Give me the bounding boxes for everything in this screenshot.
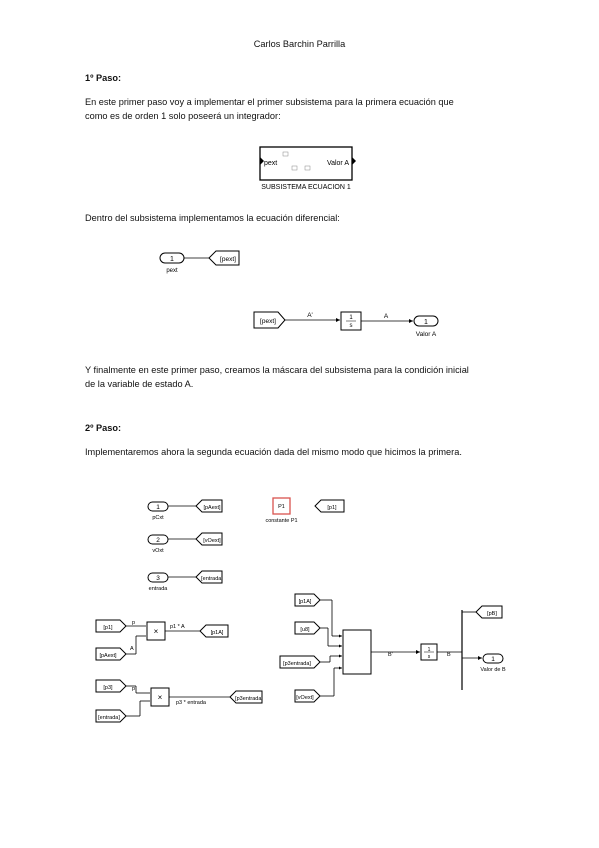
product1-in2-tag: [pAext]: [99, 653, 117, 659]
chain-integrator-num: 1: [349, 315, 353, 321]
inport-3-group: 3 entrada [entrada]: [147, 570, 223, 592]
inport-3-label: entrada: [149, 586, 169, 592]
inport-1-group: 1 pCxt [pAext]: [147, 499, 223, 521]
step1-final-line1: Y finalmente en este primer paso, creamo…: [85, 365, 469, 375]
product1-out-tag: [p1A]: [211, 630, 224, 636]
sum-in3-tag: [p3entrada]: [283, 661, 311, 667]
sum-in1-tag: [p1A]: [299, 599, 312, 605]
product2-out-tag: [p3entrada]: [235, 696, 263, 702]
inport-2-label: vOxt: [152, 548, 164, 554]
inport-3-num: 3: [156, 575, 160, 582]
pext-inport-label: pext: [166, 268, 178, 274]
integrator2-den: s: [428, 654, 431, 660]
chain-outport-label: Valor A: [416, 331, 437, 338]
pext-goto-tag: [pext]: [220, 256, 236, 263]
product2-sig1: p: [132, 686, 135, 692]
constant-p1-group: P1 constante P1 [p1]: [265, 497, 345, 524]
product1-out-label: p1 * A: [170, 624, 185, 630]
chain-signal-in: A': [307, 312, 313, 319]
page-header-author: Carlos Barchin Parrilla: [253, 39, 346, 49]
product2-in2-tag: [entrada]: [98, 715, 120, 721]
product1-in1-tag: [p1]: [103, 625, 113, 631]
subsystem-diagram: pext Valor A SUBSISTEMA ECUACION 1: [259, 146, 356, 191]
chain-signal-out: A: [384, 313, 389, 320]
inport-3-tag: [entrada]: [201, 576, 223, 582]
constant-p1-tag: [p1]: [327, 505, 337, 511]
inport-1-tag: [pAext]: [203, 505, 221, 511]
constant-p1-label: constante P1: [265, 518, 297, 524]
step1-heading: 1º Paso:: [85, 73, 122, 83]
subsystem-in-port: pext: [264, 160, 277, 167]
step1-final-line2: de la variable de estado A.: [85, 379, 194, 389]
chain-outport-num: 1: [424, 319, 428, 326]
product1-sig2: A: [130, 646, 134, 652]
sum-out-label: B': [388, 652, 393, 658]
step1-intro-line2: como es de orden 1 solo poseerá un integ…: [85, 111, 281, 121]
pext-inport-num: 1: [170, 256, 174, 263]
sum-group: [p1A] [u8] [p3entrada] [vOext] B' 1 s B: [279, 593, 506, 703]
product1-group: [p1] [pAext] p A × p1 * A [p1A]: [95, 619, 229, 661]
integrator2-out-label: B: [447, 652, 451, 658]
outport2-num: 1: [491, 656, 495, 663]
step1-inside-text: Dentro del subsistema implementamos la e…: [85, 213, 340, 223]
product1-sig1: p: [132, 620, 135, 626]
chain-integrator-den: s: [350, 323, 353, 329]
inport-2-group: 2 vOxt [vOext]: [147, 532, 223, 554]
step2-intro: Implementaremos ahora la segunda ecuació…: [85, 447, 462, 457]
inport-1-num: 1: [156, 504, 160, 511]
step1-intro-line1: En este primer paso voy a implementar el…: [85, 97, 454, 107]
inport-2-tag: [vOext]: [203, 538, 221, 544]
constant-p1-value: P1: [278, 504, 285, 510]
product2-symbol: ×: [158, 693, 163, 702]
step2-heading: 2º Paso:: [85, 423, 122, 433]
integrator-chain-diagram: [pext] A' 1 s A 1 Valor A: [253, 311, 439, 338]
product2-in1-tag: [p3]: [103, 685, 113, 691]
chain-from-tag: [pext]: [260, 318, 276, 325]
inport-1-label: pCxt: [152, 515, 164, 521]
subsystem-caption: SUBSISTEMA ECUACION 1: [261, 184, 351, 191]
sum-in4-tag: [vOext]: [296, 695, 314, 701]
integrator2-num: 1: [428, 647, 431, 653]
product2-out-label: p3 * entrada: [176, 700, 207, 706]
product1-symbol: ×: [154, 627, 159, 636]
outport2-label: Valor de B: [480, 667, 506, 673]
pext-inport-diagram: 1 pext [pext]: [159, 250, 240, 274]
out-goto-tag: [pB]: [487, 611, 497, 617]
subsystem-out-port: Valor A: [327, 160, 349, 167]
step2-diagram: 1 pCxt [pAext] 2 vOxt [vOext] 3 entrada …: [95, 497, 506, 723]
sum-in2-tag: [u8]: [300, 627, 310, 633]
inport-2-num: 2: [156, 537, 160, 544]
product2-group: [p3] [entrada] p × p3 * entrada [p3entra…: [95, 679, 263, 723]
